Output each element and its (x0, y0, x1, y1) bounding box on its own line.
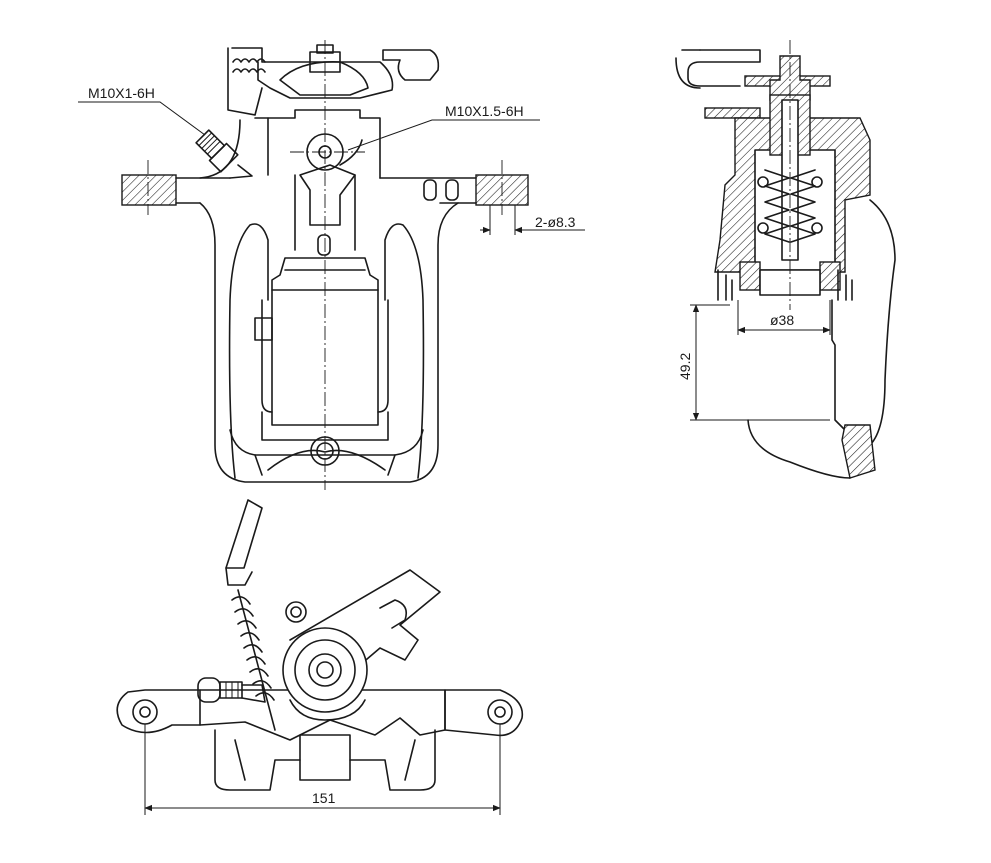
label-piston-diameter: ø38 (770, 312, 794, 328)
front-view (78, 40, 585, 490)
lever-arm (289, 569, 441, 666)
label-thread-bleed: M10X1.5-6H (445, 103, 524, 119)
label-mount-holes: 2-ø8.3 (535, 214, 576, 230)
parking-lever (231, 47, 394, 99)
caliper-body-outline (199, 202, 459, 483)
left-mount-lug (116, 689, 201, 734)
return-spring (231, 589, 276, 731)
right-mount-lug (444, 689, 524, 737)
label-thread-inlet: M10X1-6H (88, 85, 155, 101)
top-view (116, 499, 524, 815)
motor-gearbox (271, 257, 379, 426)
internal-spring (764, 169, 790, 243)
label-mount-span: 151 (312, 790, 336, 806)
inlet-fitting (195, 129, 239, 173)
section-view (675, 40, 896, 479)
label-height: 49.2 (677, 353, 693, 380)
left-mount-ear (121, 174, 177, 206)
